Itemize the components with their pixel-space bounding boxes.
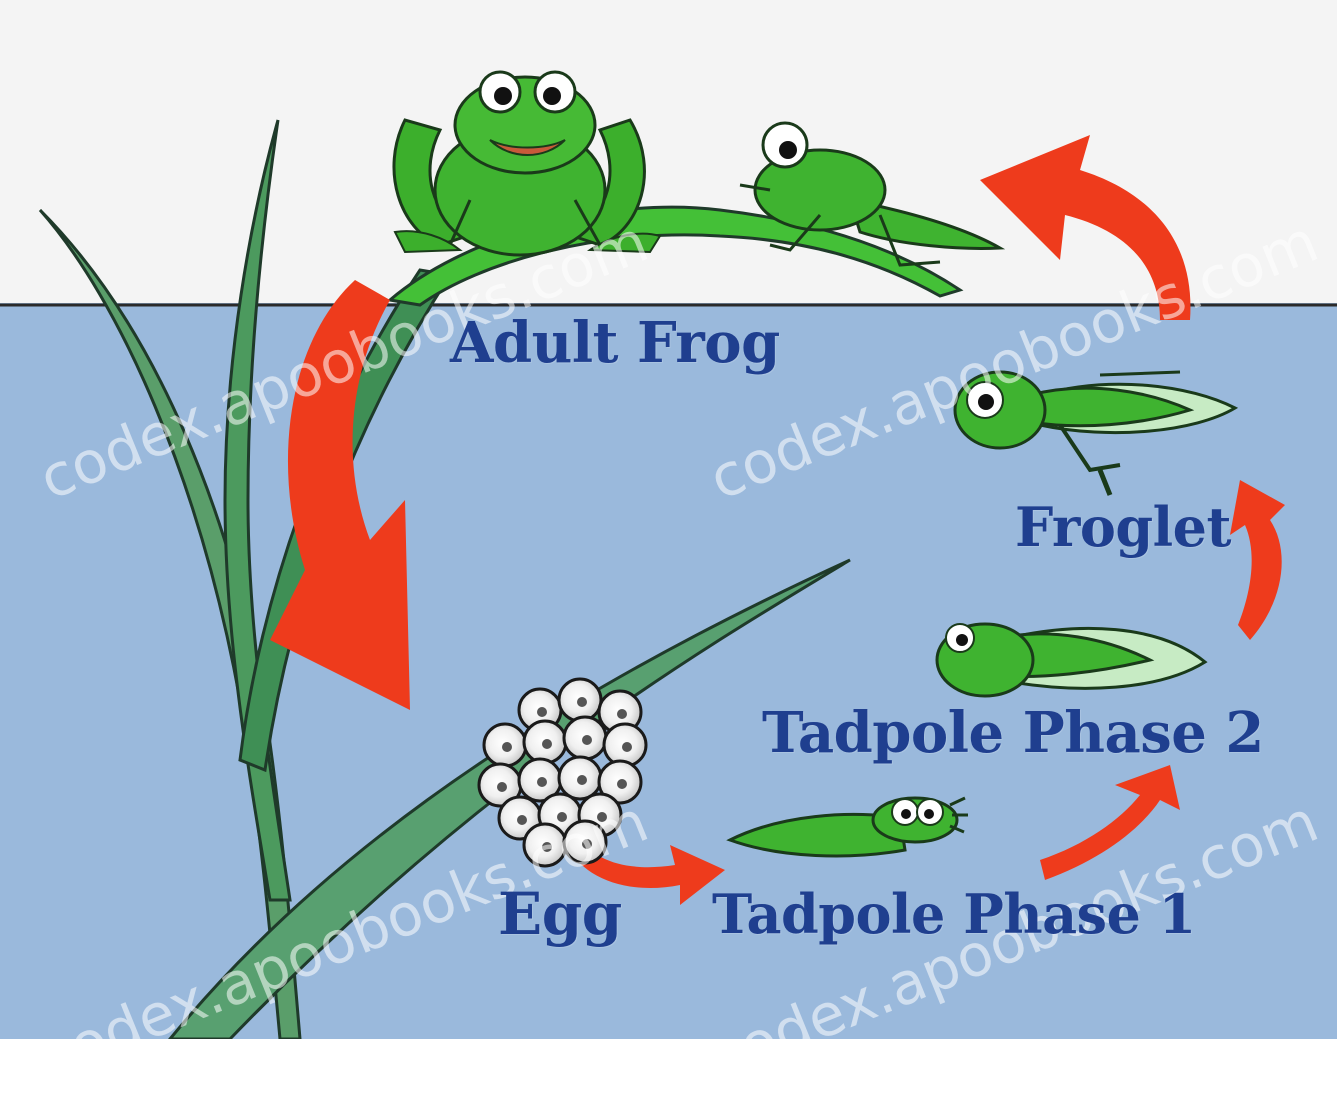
egg-embryo bbox=[577, 697, 587, 707]
label-froglet: Froglet bbox=[1015, 495, 1231, 559]
label-egg: Egg bbox=[498, 880, 622, 948]
egg-embryo bbox=[542, 739, 552, 749]
egg-embryo bbox=[617, 779, 627, 789]
egg-embryo bbox=[542, 842, 552, 852]
egg-embryo bbox=[597, 812, 607, 822]
label-adult-frog: Adult Frog bbox=[450, 310, 780, 376]
egg-embryo bbox=[582, 735, 592, 745]
egg-embryo bbox=[622, 742, 632, 752]
egg-embryo bbox=[582, 839, 592, 849]
egg-embryo bbox=[617, 709, 627, 719]
egg-embryo bbox=[502, 742, 512, 752]
label-tadpole-phase-1: Tadpole Phase 1 bbox=[712, 882, 1196, 946]
egg-embryo bbox=[537, 707, 547, 717]
egg-embryo bbox=[577, 775, 587, 785]
sky-background bbox=[0, 0, 1337, 305]
egg-embryo bbox=[517, 815, 527, 825]
egg-embryo bbox=[497, 782, 507, 792]
egg-embryo bbox=[537, 777, 547, 787]
egg-embryo bbox=[557, 812, 567, 822]
label-tadpole-phase-2: Tadpole Phase 2 bbox=[762, 700, 1264, 766]
